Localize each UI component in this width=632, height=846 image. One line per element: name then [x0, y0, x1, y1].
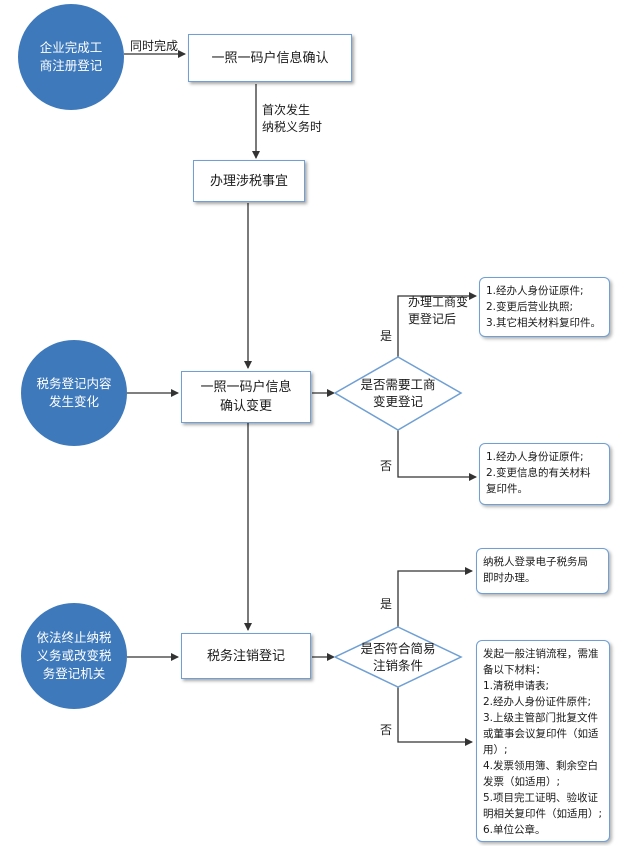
- decision-simple-cancel-shape: [333, 626, 463, 688]
- note-changed-docs: 1.经办人身份证原件; 2.变更后营业执照; 3.其它相关材料复印件。: [479, 277, 610, 337]
- note-unchanged-docs: 1.经办人身份证原件; 2.变更信息的有关材料 复印件。: [479, 443, 610, 505]
- process-info-confirm: 一照一码户信息确认: [188, 34, 352, 82]
- note-general-cancel: 发起一般注销流程，需准 备以下材料： 1.清税申请表; 2.经办人身份证件原件;…: [476, 640, 610, 842]
- decision-need-change-shape: [333, 356, 463, 431]
- edge-label-no-1: 否: [380, 459, 393, 473]
- decision-need-change-text: 是否需要工商变更登记: [360, 377, 436, 409]
- decision-simple-cancel-text: 是否符合简易注销条件: [360, 641, 436, 673]
- edge-label-after-change: 办理工商变更登记后: [408, 295, 469, 326]
- edge-label-yes-2: 是: [380, 597, 393, 611]
- start-change-circle: 税务登记内容发生变化: [21, 340, 127, 446]
- edge-label-no-2: 否: [380, 723, 393, 737]
- edge-label-simultaneous: 同时完成: [130, 39, 179, 53]
- edge-label-yes-1: 是: [380, 329, 393, 343]
- process-deregistration: 税务注销登记: [181, 633, 311, 679]
- edge-label-first-tax: 首次发生纳税义务时: [262, 103, 323, 134]
- process-tax-matters: 办理涉税事宜: [193, 160, 305, 202]
- note-e-tax: 纳税人登录电子税务局 即时办理。: [476, 548, 609, 594]
- start-registration-circle: 企业完成工商注册登记: [18, 4, 124, 110]
- start-termination-circle: 依法终止纳税义务或改变税务登记机关: [21, 603, 127, 709]
- process-info-change: 一照一码户信息确认变更: [181, 371, 311, 423]
